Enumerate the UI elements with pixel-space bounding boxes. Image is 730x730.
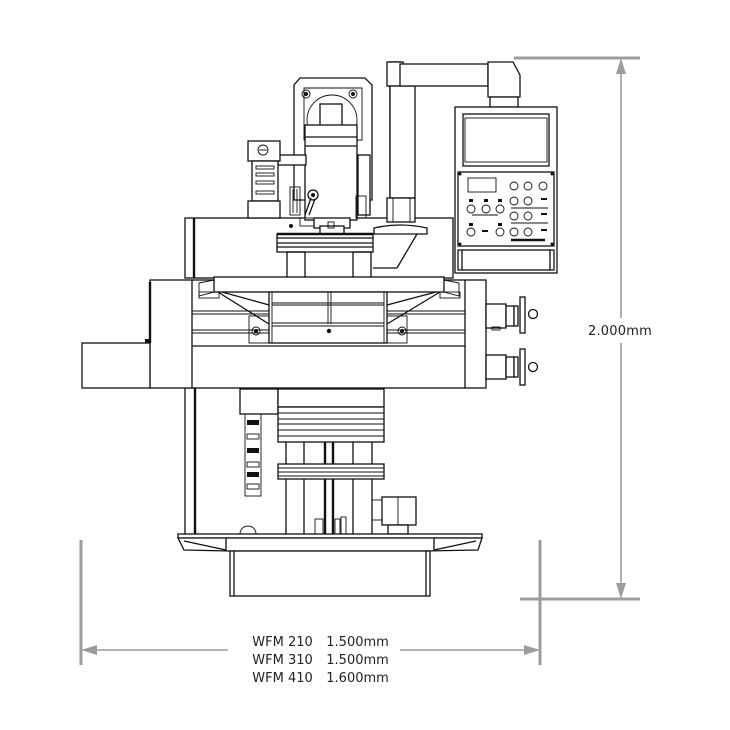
cnc-control-panel xyxy=(454,106,558,274)
width-value: 1.500mm xyxy=(326,653,389,668)
width-spec-wfm310: WFM 310 1.500mm xyxy=(244,638,389,668)
width-value: 1.600mm xyxy=(326,671,389,686)
width-value: 1.500mm xyxy=(326,635,389,650)
height-dimension-label: 2.000mm xyxy=(588,324,652,339)
model-name: WFM 210 xyxy=(252,635,313,650)
left-gauge-unit xyxy=(247,140,281,219)
model-name: WFM 410 xyxy=(252,671,313,686)
handwheels xyxy=(485,296,539,386)
quill-collar xyxy=(276,232,374,279)
pendant-arm xyxy=(373,61,521,269)
width-spec-wfm210: WFM 210 1.500mm xyxy=(244,620,389,650)
panel-buttons xyxy=(466,181,548,242)
model-name: WFM 310 xyxy=(252,653,313,668)
worktable xyxy=(81,276,487,389)
machine-base xyxy=(176,533,483,597)
width-spec-wfm410: WFM 410 1.600mm xyxy=(244,656,389,686)
spindle-head xyxy=(277,77,373,235)
knee-assembly xyxy=(239,388,417,535)
dimension-lines xyxy=(79,56,640,665)
